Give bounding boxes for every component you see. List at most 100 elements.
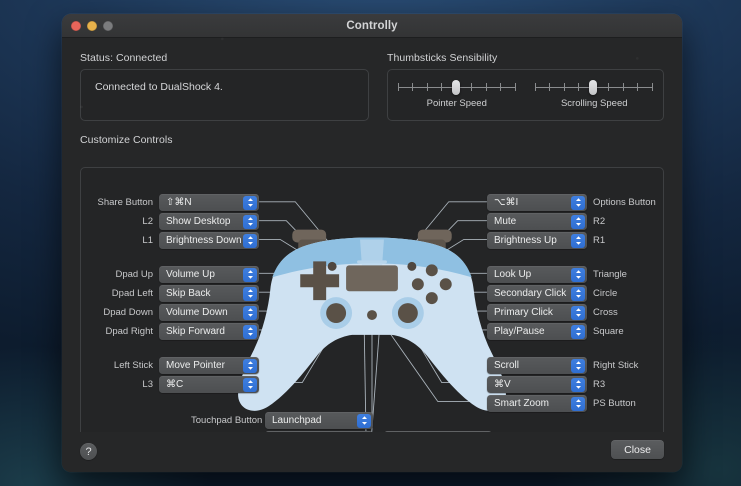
slider-tick bbox=[637, 83, 639, 91]
slider-tick bbox=[470, 83, 472, 91]
window-titlebar: Controlly bbox=[62, 14, 682, 38]
window-title: Controlly bbox=[346, 19, 398, 32]
slider-tick bbox=[499, 83, 501, 91]
square-select[interactable]: Play/Pause bbox=[487, 323, 587, 340]
control-row-dpad-down: Dpad Down Volume Down bbox=[81, 304, 259, 321]
chevron-updown-icon bbox=[571, 324, 585, 339]
r1-select[interactable]: Brightness Up bbox=[487, 232, 587, 249]
select-value: Mission Control bbox=[272, 434, 341, 445]
slider-tick bbox=[455, 83, 457, 91]
dpad-left-select[interactable]: Skip Back bbox=[159, 285, 259, 302]
chevron-updown-icon bbox=[357, 451, 371, 466]
select-value: Show Desktop bbox=[166, 216, 231, 227]
row-label: Options Button bbox=[593, 197, 656, 208]
chevron-updown-icon bbox=[571, 358, 585, 373]
l2-select[interactable]: Show Desktop bbox=[159, 213, 259, 230]
slider-tick bbox=[514, 83, 516, 91]
swipe-right-select[interactable]: Previous Desktop bbox=[384, 450, 492, 467]
row-label: Share Button bbox=[97, 197, 153, 208]
select-value: Mute bbox=[494, 216, 517, 227]
select-value: Scroll bbox=[494, 360, 520, 371]
connector-lines bbox=[250, 201, 494, 456]
slider-tick bbox=[485, 83, 487, 91]
chevron-updown-icon bbox=[571, 286, 585, 301]
chevron-updown-icon bbox=[571, 195, 585, 210]
scrolling-speed-knob[interactable] bbox=[589, 80, 598, 95]
slider-tick bbox=[652, 83, 654, 91]
cross-select[interactable]: Primary Click bbox=[487, 304, 587, 321]
select-value: ⇧⌘N bbox=[166, 197, 192, 208]
right-stick-select[interactable]: Scroll bbox=[487, 357, 587, 374]
select-value: Previous Desktop bbox=[391, 453, 470, 464]
touchpad-button-select[interactable]: Launchpad bbox=[265, 412, 373, 429]
swipe-down-select[interactable]: App Exposé bbox=[265, 450, 373, 467]
left-stick-select[interactable]: Move Pointer bbox=[159, 357, 259, 374]
row-label: Right Stick bbox=[593, 360, 639, 371]
circle-select[interactable]: Secondary Click bbox=[487, 285, 587, 302]
select-value: Next Desktop bbox=[391, 434, 452, 445]
scrolling-speed-slider[interactable] bbox=[535, 80, 654, 95]
swipe-up-select[interactable]: Mission Control bbox=[265, 431, 373, 448]
customize-controls-label: Customize Controls bbox=[80, 134, 173, 146]
row-label: Swipe Down bbox=[206, 453, 259, 464]
control-row-square: Play/Pause Square bbox=[487, 323, 624, 340]
status-message: Connected to DualShock 4. bbox=[95, 81, 223, 93]
slider-tick bbox=[411, 83, 413, 91]
select-value: Launchpad bbox=[272, 415, 322, 426]
chevron-updown-icon bbox=[571, 305, 585, 320]
control-row-options-button: ⌥⌘I Options Button bbox=[487, 194, 656, 211]
minimize-window-button[interactable] bbox=[87, 20, 97, 31]
select-value: ⌥⌘I bbox=[494, 197, 519, 208]
dpad-down-select[interactable]: Volume Down bbox=[159, 304, 259, 321]
control-row-dpad-left: Dpad Left Skip Back bbox=[81, 285, 259, 302]
chevron-updown-icon bbox=[571, 233, 585, 248]
l1-select[interactable]: Brightness Down bbox=[159, 232, 259, 249]
ps-button-select[interactable]: Smart Zoom bbox=[487, 395, 587, 412]
dpad-right-select[interactable]: Skip Forward bbox=[159, 323, 259, 340]
chevron-updown-icon bbox=[357, 432, 371, 447]
slider-tick bbox=[578, 83, 580, 91]
close-window-button[interactable] bbox=[71, 20, 81, 31]
row-label: Square bbox=[593, 326, 624, 337]
control-row-r2: Mute R2 bbox=[487, 213, 605, 230]
pointer-speed-knob[interactable] bbox=[451, 80, 460, 95]
chevron-updown-icon bbox=[243, 233, 257, 248]
r2-select[interactable]: Mute bbox=[487, 213, 587, 230]
share-button-select[interactable]: ⇧⌘N bbox=[159, 194, 259, 211]
control-row-share-button: Share Button ⇧⌘N bbox=[81, 194, 259, 211]
select-value: Smart Zoom bbox=[494, 398, 550, 409]
r3-select[interactable]: ⌘V bbox=[487, 376, 587, 393]
control-row-l2: L2 Show Desktop bbox=[81, 213, 259, 230]
help-button[interactable]: ? bbox=[80, 443, 97, 460]
thumbsticks-group: Thumbsticks Sensibility bbox=[387, 52, 664, 121]
chevron-updown-icon bbox=[243, 214, 257, 229]
control-row-l3: L3 ⌘C bbox=[81, 376, 259, 393]
customize-controls-box: Share Button ⇧⌘N L2 Show Desktop bbox=[80, 167, 664, 472]
status-box: Connected to DualShock 4. bbox=[80, 69, 369, 121]
options-button-select[interactable]: ⌥⌘I bbox=[487, 194, 587, 211]
control-row-right-stick: Scroll Right Stick bbox=[487, 357, 638, 374]
swipe-left-select[interactable]: Next Desktop bbox=[384, 431, 492, 448]
gamepad-illustration bbox=[238, 229, 506, 411]
slider-line bbox=[535, 86, 654, 88]
chevron-updown-icon bbox=[476, 432, 490, 447]
scrolling-speed-cell: Scrolling Speed bbox=[526, 70, 664, 120]
row-label: L1 bbox=[142, 235, 153, 246]
thumbsticks-group-label: Thumbsticks Sensibility bbox=[387, 52, 498, 64]
slider-tick bbox=[564, 83, 566, 91]
dpad-up-select[interactable]: Volume Up bbox=[159, 266, 259, 283]
slider-tick bbox=[440, 83, 442, 91]
triangle-select[interactable]: Look Up bbox=[487, 266, 587, 283]
top-panels-row: Status: Connected Connected to DualShock… bbox=[80, 52, 664, 121]
control-row-triangle: Look Up Triangle bbox=[487, 266, 627, 283]
row-label: Touchpad Button bbox=[191, 415, 263, 426]
l3-select[interactable]: ⌘C bbox=[159, 376, 259, 393]
chevron-updown-icon bbox=[357, 413, 371, 428]
select-value: Brightness Down bbox=[166, 235, 242, 246]
pointer-speed-cell: Pointer Speed bbox=[388, 70, 526, 120]
close-button[interactable]: Close bbox=[611, 440, 664, 459]
slider-tick bbox=[535, 83, 537, 91]
chevron-updown-icon bbox=[571, 377, 585, 392]
pointer-speed-slider[interactable] bbox=[397, 80, 516, 95]
